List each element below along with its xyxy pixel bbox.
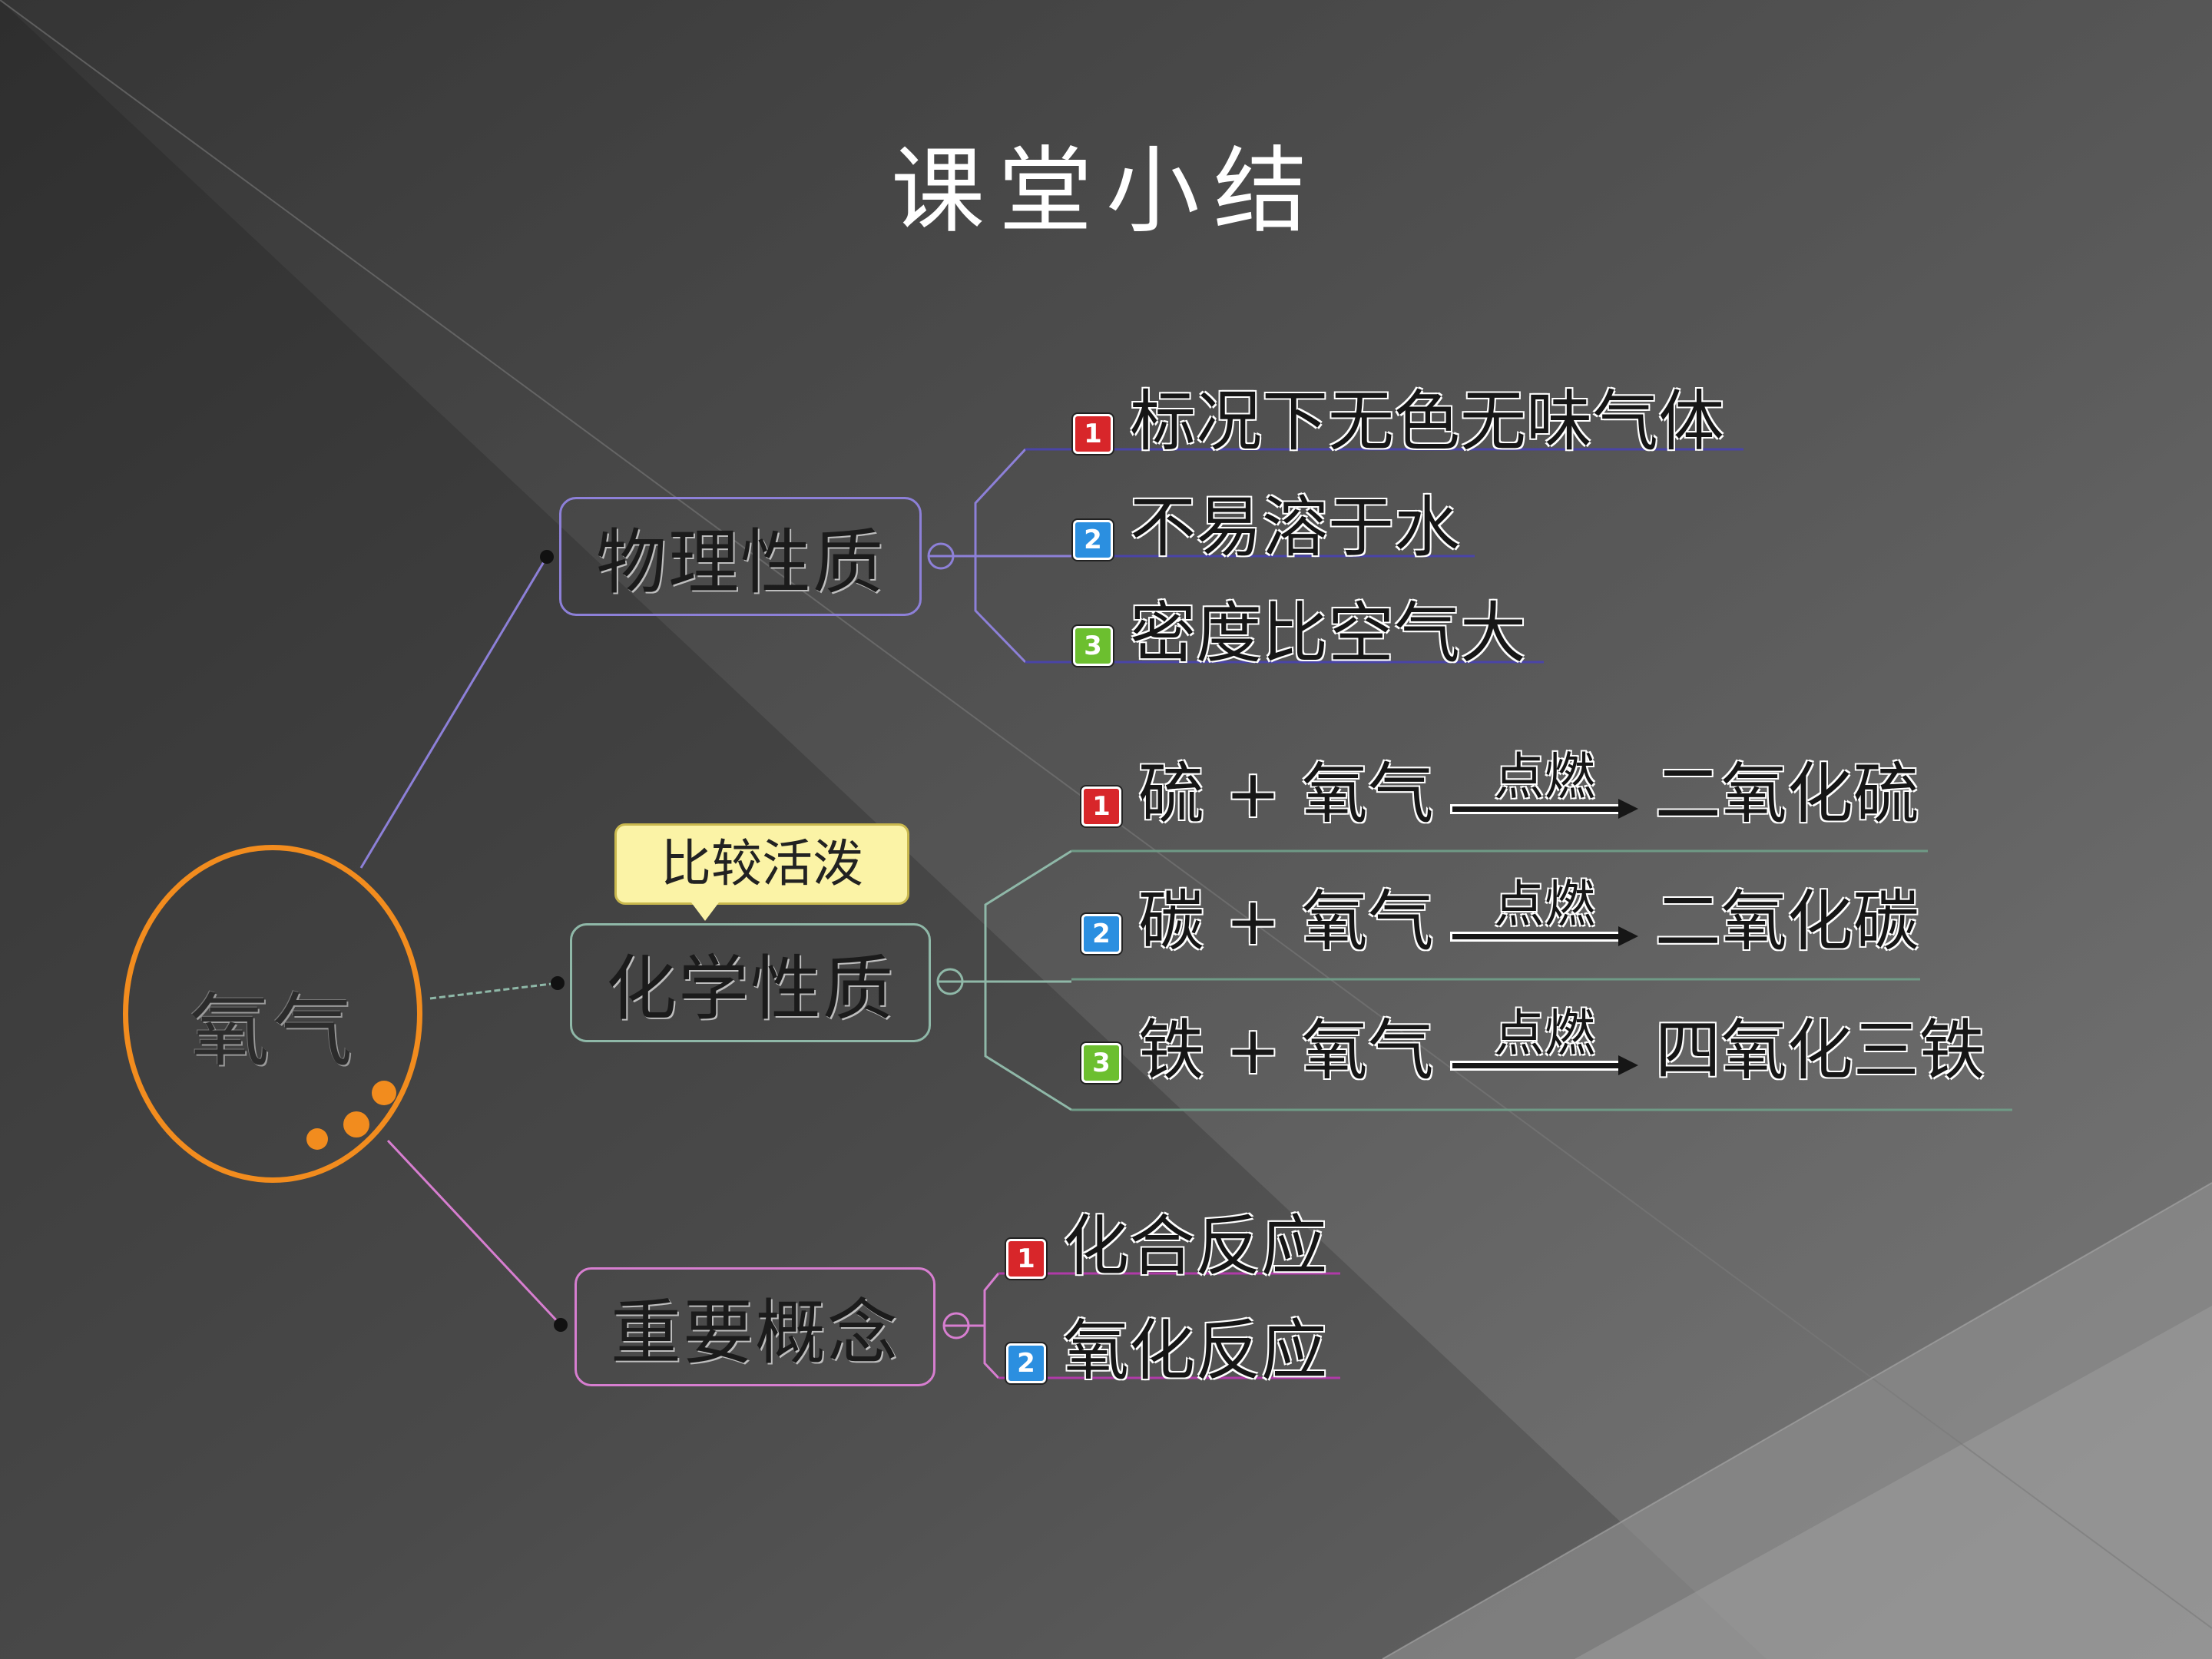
connector-root-chemical [429,982,558,1000]
leaf-concept-2[interactable]: 2 氧化反应 [1006,1296,1327,1392]
branch-physical-properties[interactable]: 物理性质 [559,497,922,616]
leaf-text: 标况下无色无味气体 [1130,383,1724,460]
equation: 碳 + 氧气 点燃 二氧化碳 [1138,863,1919,963]
leaf-physical-2[interactable]: 2 不易溶于水 [1073,473,1460,569]
arrow-shaft [1452,806,1621,812]
badge-number-3: 3 [1073,626,1113,666]
leaf-chemical-3[interactable]: 3 铁 + 氧气 点燃 四氧化三铁 [1081,992,1985,1092]
badge-number-1: 1 [1073,414,1113,454]
connector-root-concept [386,1139,562,1326]
leaf-concept-1[interactable]: 1 化合反应 [1006,1192,1327,1288]
reactants: 铁 + 氧气 [1138,1012,1434,1089]
branch-chemical-properties[interactable]: 化学性质 [570,923,931,1042]
callout-tail [691,902,719,921]
product: 四氧化三铁 [1654,1012,1985,1089]
branch-important-concepts[interactable]: 重要概念 [575,1267,935,1386]
leaf-physical-1[interactable]: 1 标况下无色无味气体 [1073,367,1724,463]
product: 二氧化硫 [1654,756,1919,833]
leaf-text: 化合反应 [1063,1208,1327,1285]
badge-number-2: 2 [1073,520,1113,560]
callout-note: 比较活泼 [614,823,909,905]
root-decoration-dot [343,1111,369,1137]
root-decoration-dot [372,1081,396,1105]
leaf-text: 氧化反应 [1063,1313,1327,1389]
leaf-chemical-1[interactable]: 1 硫 + 氧气 点燃 二氧化硫 [1081,736,1919,836]
leaf-physical-3[interactable]: 3 密度比空气大 [1073,579,1526,675]
root-label: 氧气 [189,984,356,1078]
arrow-shaft [1452,1063,1621,1068]
connector-root-physical [359,556,548,869]
badge-number-2: 2 [1006,1343,1046,1383]
equation: 硫 + 氧气 点燃 二氧化硫 [1138,736,1919,836]
arrow-head-icon [1618,1055,1638,1075]
badge-number-3: 3 [1081,1043,1121,1083]
arrow-head-icon [1618,926,1638,946]
arrow-head-icon [1618,799,1638,819]
page-title: 课堂小结 [891,137,1321,246]
reaction-arrow: 点燃 [1452,863,1638,963]
reactants: 硫 + 氧气 [1138,756,1434,833]
reaction-condition: 点燃 [1493,747,1595,806]
root-node[interactable]: 氧气 [123,845,422,1183]
leaf-chemical-2[interactable]: 2 碳 + 氧气 点燃 二氧化碳 [1081,863,1919,963]
product: 二氧化碳 [1654,883,1919,960]
root-decoration-dot [306,1128,328,1150]
reaction-condition: 点燃 [1493,1004,1595,1063]
leaf-text: 不易溶于水 [1130,489,1460,566]
equation: 铁 + 氧气 点燃 四氧化三铁 [1138,992,1985,1092]
reactants: 碳 + 氧气 [1138,883,1434,960]
reaction-condition: 点燃 [1493,875,1595,934]
reaction-arrow: 点燃 [1452,992,1638,1092]
reaction-arrow: 点燃 [1452,736,1638,836]
badge-number-2: 2 [1081,914,1121,954]
arrow-shaft [1452,934,1621,939]
leaf-text: 密度比空气大 [1130,595,1526,672]
badge-number-1: 1 [1081,786,1121,826]
badge-number-1: 1 [1006,1239,1046,1279]
